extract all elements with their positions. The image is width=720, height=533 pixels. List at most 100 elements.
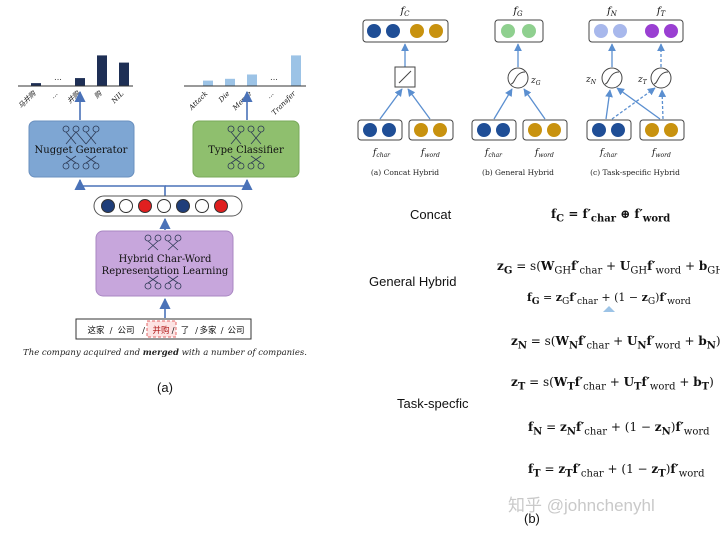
bar-label: Merge (231, 90, 254, 113)
type-distribution: ... (203, 55, 301, 86)
task-arrow-char-t (611, 87, 656, 120)
fchar-cell (363, 123, 377, 137)
fchar-label: fchar (372, 148, 391, 159)
fword-cell (414, 123, 428, 137)
token: 了 (181, 326, 190, 336)
token: 多家 (199, 325, 217, 336)
vector-cell (101, 199, 115, 213)
type-classifier-label: Type Classifier (208, 145, 284, 156)
token-sequence: 这家/公司/并购/了/多家/公司 (87, 325, 244, 336)
bar (203, 80, 213, 86)
concat-arrow-word (407, 88, 431, 120)
fg-cell (501, 24, 515, 38)
fchar-cell (592, 123, 606, 137)
fword-cell (528, 123, 542, 137)
fn-label: fN (606, 6, 618, 18)
token-separator: / (172, 326, 175, 336)
fc-cell (367, 24, 381, 38)
bar-label: 马并购 (17, 89, 38, 110)
bar (247, 74, 257, 86)
fc-cell (410, 24, 424, 38)
fword-label: fword (534, 148, 554, 159)
bar-label: ... (265, 90, 275, 100)
fword-label: fword (420, 148, 440, 159)
vector-cell (214, 199, 228, 213)
equation-concat: fC = f′char ⊕ f′word (551, 207, 671, 225)
fword-cell (547, 123, 561, 137)
fword-cell (664, 123, 678, 137)
fchar-cell (382, 123, 396, 137)
arrow-to-type (165, 178, 253, 191)
nugget-distribution: ... (31, 55, 129, 86)
fword-cell (433, 123, 447, 137)
sentence-caption: The company acquired and merged with a n… (23, 348, 307, 358)
sigmoid-icon (510, 71, 526, 85)
ft-label: fT (656, 6, 667, 18)
fc-vector (362, 19, 449, 43)
bar (75, 78, 85, 86)
concat-arrow-char (379, 88, 403, 120)
equation-zg: zG = s(WGHf′char + UGHf′word + bGH) (497, 259, 720, 277)
bar (31, 83, 41, 86)
sigmoid-gate-g (507, 67, 529, 89)
bar-label: 购 (93, 89, 104, 100)
vector-cell (157, 199, 171, 213)
type-network-icon (227, 125, 265, 170)
token-separator: / (195, 326, 198, 336)
zt-label: zT (637, 75, 648, 86)
vector-cell (119, 199, 133, 213)
fn-ft-vector (588, 19, 684, 43)
vector-cell (195, 199, 209, 213)
concat-op-slash (398, 70, 412, 84)
token: 这家 (87, 325, 105, 336)
token-separator: / (142, 326, 145, 336)
bar-ellipsis: ... (54, 73, 62, 82)
zn-label: zN (585, 75, 597, 86)
sigmoid-icon (653, 71, 669, 85)
equation-ft: fT = zTf′char + (1 − zT)f′word (528, 462, 705, 480)
fc-label: fC (399, 6, 410, 18)
fc-cell (386, 24, 400, 38)
equation-fg: fG = zGf′char + (1 − zG)f′word (527, 291, 691, 308)
panel-b-label: (b) (524, 511, 540, 526)
bar-label: NIL (109, 90, 125, 106)
task-arrow-char-n (605, 89, 613, 120)
general-section-label: General Hybrid (369, 274, 457, 289)
fg-cell (522, 24, 536, 38)
bar-label: Attack (187, 90, 210, 113)
fchar-label: fchar (484, 148, 503, 159)
vector-cell (176, 199, 190, 213)
fchar-cell (611, 123, 625, 137)
arrow-to-nugget (74, 178, 166, 196)
token: 公司 (117, 326, 134, 336)
task-section-label: Task-specfic (397, 396, 469, 411)
token-separator: / (110, 326, 113, 336)
hybrid-network-icon (144, 234, 182, 290)
bar-label: Transfer (270, 89, 298, 117)
bar-ellipsis: ... (270, 73, 278, 82)
fn-cell (613, 24, 627, 38)
token: 公司 (227, 326, 244, 336)
trigger-token-highlight (146, 320, 177, 338)
nugget-generator-label: Nugget Generator (35, 145, 128, 156)
feature-vector-cells (101, 199, 228, 213)
vector-cell (138, 199, 152, 213)
equation-zt: zT = s(WTf′char + UTf′word + bT) (511, 375, 714, 393)
equation-fn: fN = zNf′char + (1 − zN)f′word (528, 420, 710, 438)
caption-general: (b) General Hybrid (482, 168, 554, 177)
bar (291, 55, 301, 86)
type-classifier-box (192, 120, 300, 178)
ft-cell (664, 24, 678, 38)
bar-label: ... (49, 90, 59, 100)
hybrid-representation-box (95, 230, 234, 297)
fn-cell (594, 24, 608, 38)
general-arrow-word (523, 88, 546, 120)
concat-section-label: Concat (410, 207, 452, 222)
bar (225, 78, 235, 86)
panel-b: fC fchar fword (a) Concat Hybrid fG zG f… (357, 6, 685, 312)
hybrid-label-line2: Representation Learning (102, 266, 229, 277)
